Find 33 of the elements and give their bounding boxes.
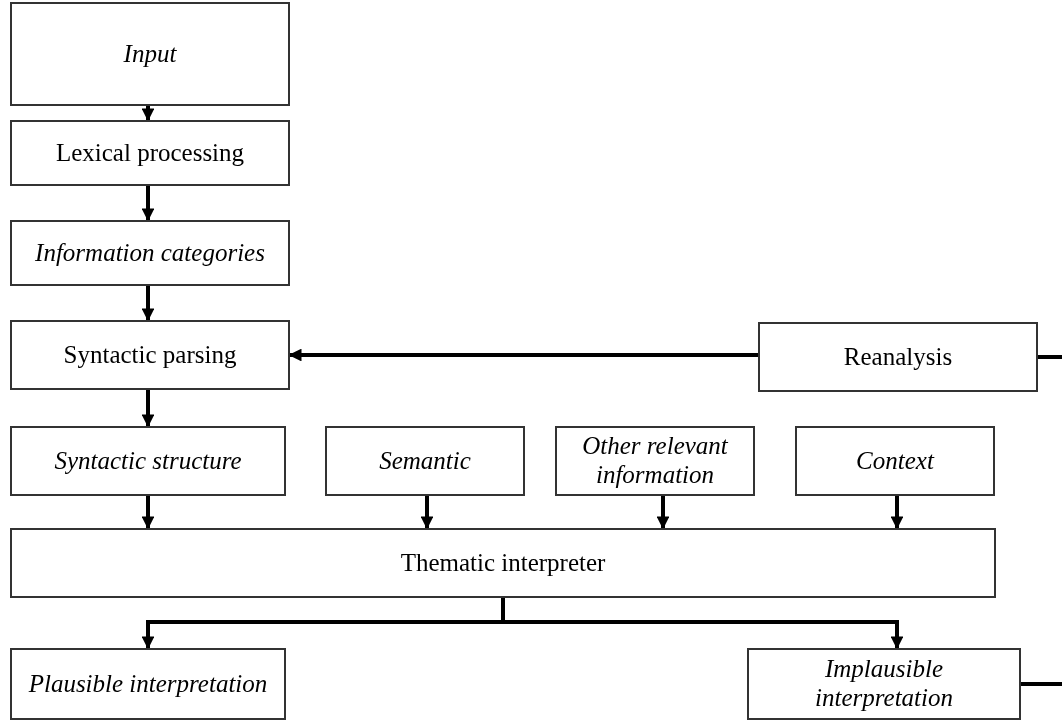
arrow bbox=[501, 598, 904, 650]
process-box bbox=[10, 426, 286, 496]
box-label: Thematic interpreter bbox=[400, 548, 606, 578]
box-label: Input bbox=[123, 39, 177, 69]
process-box bbox=[325, 426, 525, 496]
box-label: Plausible interpretation bbox=[28, 669, 268, 699]
process-box bbox=[10, 220, 290, 286]
box-label: Context bbox=[856, 446, 934, 476]
arrow bbox=[420, 496, 434, 530]
arrow bbox=[141, 186, 155, 222]
box-label: Lexical processing bbox=[55, 138, 245, 168]
box-label: Semantic bbox=[379, 446, 471, 476]
box-label: Syntactic structure bbox=[54, 446, 242, 476]
process-box bbox=[758, 322, 1038, 392]
process-box bbox=[10, 320, 290, 390]
process-box bbox=[555, 426, 755, 496]
box-label: Reanalysis bbox=[843, 342, 953, 372]
process-box bbox=[10, 528, 996, 598]
process-box bbox=[747, 648, 1021, 720]
process-box bbox=[795, 426, 995, 496]
box-label: Other relevant information bbox=[581, 432, 729, 490]
process-box bbox=[10, 648, 286, 720]
box-label: Information categories bbox=[35, 238, 265, 268]
arrow bbox=[141, 106, 155, 122]
arrow bbox=[890, 496, 904, 530]
arrow bbox=[141, 390, 155, 428]
arrow bbox=[656, 496, 670, 530]
process-box bbox=[10, 2, 290, 106]
box-label: Syntactic parsing bbox=[63, 340, 237, 370]
arrow bbox=[141, 496, 155, 530]
box-label: Implausible interpretation bbox=[814, 655, 954, 713]
process-box bbox=[10, 120, 290, 186]
arrow bbox=[141, 286, 155, 322]
